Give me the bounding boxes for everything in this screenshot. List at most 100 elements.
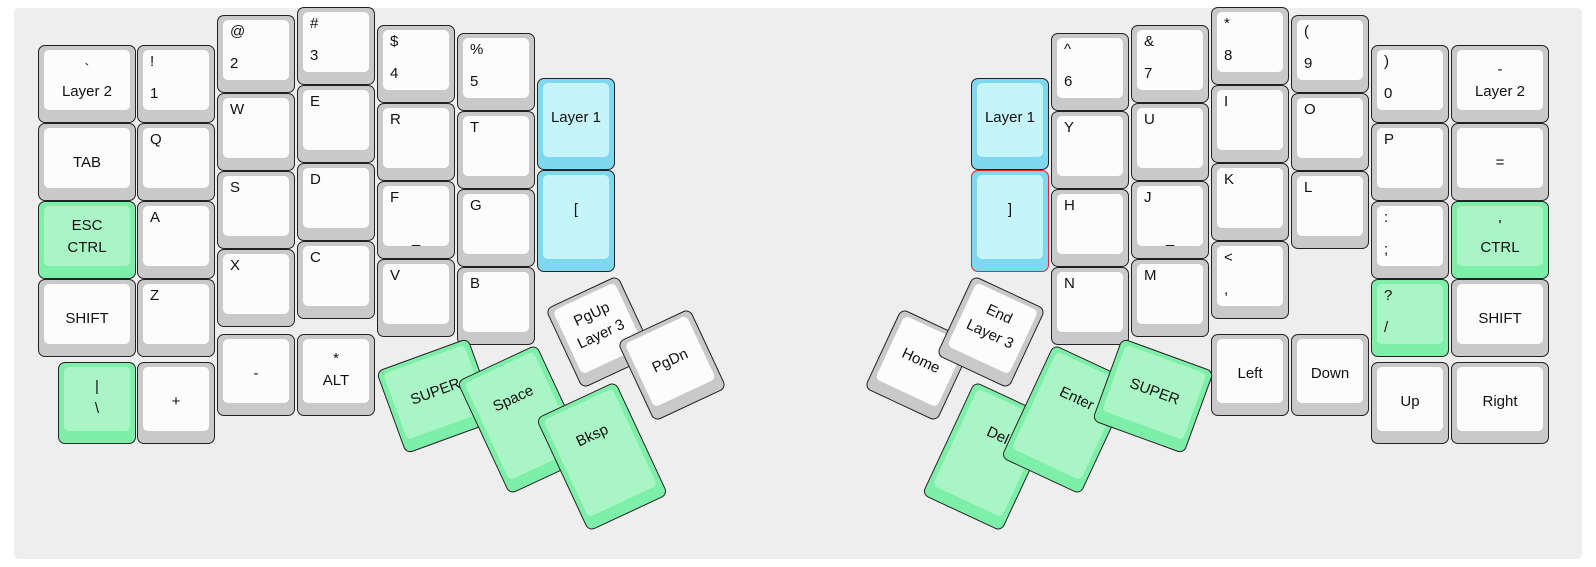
key-1[interactable]: !1	[137, 45, 215, 123]
key-y[interactable]: Y	[1051, 111, 1129, 189]
key-j[interactable]: J_	[1131, 181, 1209, 259]
key-left-arrow[interactable]: Left	[1211, 334, 1289, 416]
key-quote-ctrl[interactable]: ' CTRL	[1451, 201, 1549, 279]
key-8[interactable]: *8	[1211, 7, 1289, 85]
key-layer2-right[interactable]: -Layer 2	[1451, 45, 1549, 123]
key-legend-bottom: ,	[1224, 281, 1229, 298]
key-b[interactable]: B	[457, 267, 535, 345]
key-legend-main: Down	[1310, 365, 1350, 382]
key-legend-main: Layer 1	[984, 109, 1036, 126]
key-w[interactable]: W	[217, 93, 295, 171]
key-cap: |\	[64, 367, 130, 431]
key-legend-top: P	[1384, 131, 1395, 148]
key-5[interactable]: %5	[457, 33, 535, 111]
key-cap: )0	[1377, 50, 1443, 110]
key-legend-top: W	[230, 101, 245, 118]
key-legend-bottom: 1	[150, 85, 159, 102]
key-layer1-right[interactable]: Layer 1	[971, 78, 1049, 170]
key-2[interactable]: @2	[217, 15, 295, 93]
key-legend-top: M	[1144, 267, 1157, 284]
key-legend-top: S	[230, 179, 241, 196]
key-slash[interactable]: ?/	[1371, 279, 1449, 357]
key-down-arrow[interactable]: Down	[1291, 334, 1369, 416]
key-cap: B	[463, 272, 529, 332]
key-legend-main: =	[1495, 154, 1505, 171]
key-6[interactable]: ^6	[1051, 33, 1129, 111]
key-plus[interactable]: +	[137, 362, 215, 444]
key-l[interactable]: L	[1291, 171, 1369, 249]
key-cap: C	[303, 246, 369, 306]
key-cap: [	[543, 175, 609, 259]
key-layer2-left[interactable]: `Layer 2	[38, 45, 136, 123]
key-legend-top: I	[1224, 93, 1229, 110]
key-legend-top: '	[1498, 217, 1502, 234]
key-super-right[interactable]: SUPER	[1091, 337, 1215, 455]
key-legend-top: X	[230, 257, 241, 274]
key-right-arrow[interactable]: Right	[1451, 362, 1549, 444]
key-m[interactable]: M	[1131, 259, 1209, 337]
key-legend-top: $	[390, 33, 399, 50]
key-q[interactable]: Q	[137, 123, 215, 201]
key-legend-top: B	[470, 275, 481, 292]
key-tab[interactable]: TAB	[38, 123, 136, 201]
key-v[interactable]: V	[377, 259, 455, 337]
key-cap: Q	[143, 128, 209, 188]
key-legend-top: Z	[150, 287, 160, 304]
key-z[interactable]: Z	[137, 279, 215, 357]
key-7[interactable]: &7	[1131, 25, 1209, 103]
key-cap: K	[1217, 168, 1283, 228]
key-cap: ]	[977, 175, 1043, 259]
key-h[interactable]: H	[1051, 189, 1129, 267]
key-comma[interactable]: <,	[1211, 241, 1289, 319]
key-semicolon[interactable]: :;	[1371, 201, 1449, 279]
key-f[interactable]: F_	[377, 181, 455, 259]
key-minus[interactable]: -	[217, 334, 295, 416]
key-g[interactable]: G	[457, 189, 535, 267]
key-layer1-left[interactable]: Layer 1	[537, 78, 615, 170]
key-cap: A	[143, 206, 209, 266]
key-alt[interactable]: *ALT	[297, 334, 375, 416]
key-legend-top: )	[1384, 53, 1389, 70]
key-cap: TAB	[44, 128, 130, 188]
key-3[interactable]: #3	[297, 7, 375, 85]
key-legend-top: @	[230, 23, 246, 40]
key-cap: (9	[1297, 20, 1363, 80]
key-pipe-backslash[interactable]: |\	[58, 362, 136, 444]
key-u[interactable]: U	[1131, 103, 1209, 181]
key-x[interactable]: X	[217, 249, 295, 327]
key-equals[interactable]: =	[1451, 123, 1549, 201]
key-legend-top: <	[1224, 249, 1233, 266]
key-shift-right[interactable]: SHIFT	[1451, 279, 1549, 357]
key-o[interactable]: O	[1291, 93, 1369, 171]
key-e[interactable]: E	[297, 85, 375, 163]
key-c[interactable]: C	[297, 241, 375, 319]
key-d[interactable]: D	[297, 163, 375, 241]
key-bracket-right[interactable]: ]	[971, 170, 1049, 272]
key-cap: -Layer 2	[1457, 50, 1543, 110]
key-t[interactable]: T	[457, 111, 535, 189]
key-a[interactable]: A	[137, 201, 215, 279]
key-cap: !1	[143, 50, 209, 110]
key-legend-top: K	[1224, 171, 1235, 188]
key-legend-top: A	[150, 209, 161, 226]
key-cap: U	[1137, 108, 1203, 168]
key-i[interactable]: I	[1211, 85, 1289, 163]
key-9[interactable]: (9	[1291, 15, 1369, 93]
key-s[interactable]: S	[217, 171, 295, 249]
key-legend-top: J	[1144, 189, 1152, 206]
key-p[interactable]: P	[1371, 123, 1449, 201]
key-up-arrow[interactable]: Up	[1371, 362, 1449, 444]
key-cap: F_	[383, 186, 449, 246]
key-shift-left[interactable]: SHIFT	[38, 279, 136, 357]
key-r[interactable]: R	[377, 103, 455, 181]
key-bracket-left[interactable]: [	[537, 170, 615, 272]
key-0[interactable]: )0	[1371, 45, 1449, 123]
key-n[interactable]: N	[1051, 267, 1129, 345]
key-legend-main: [	[573, 201, 579, 218]
key-4[interactable]: $4	[377, 25, 455, 103]
key-cap: E	[303, 90, 369, 150]
key-legend-bottom: CTRL	[1480, 239, 1520, 256]
key-legend-main: +	[171, 393, 181, 410]
key-k[interactable]: K	[1211, 163, 1289, 241]
